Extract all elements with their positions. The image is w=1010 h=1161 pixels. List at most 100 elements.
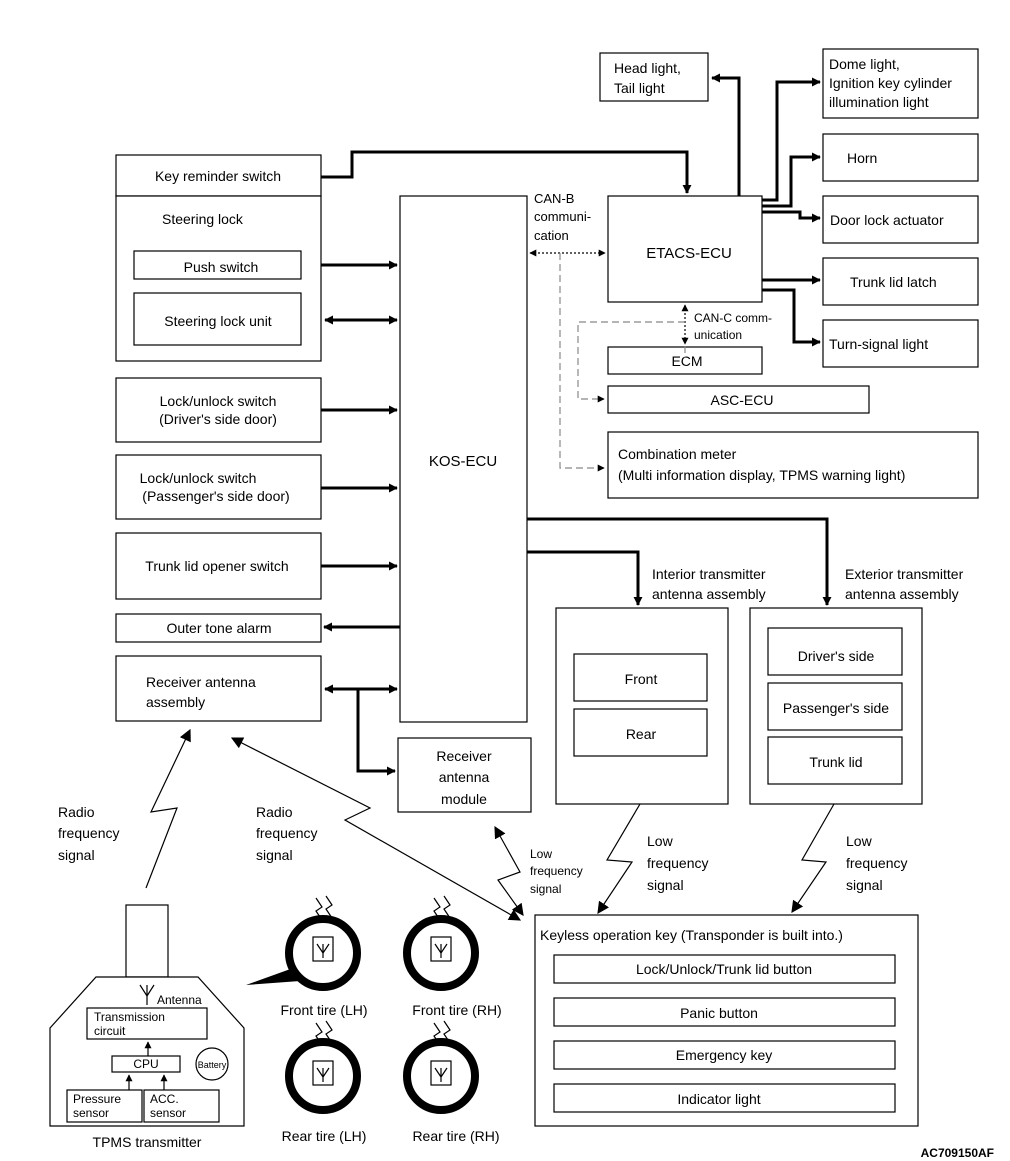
svg-text:frequency: frequency (530, 864, 583, 878)
svg-text:ETACS-ECU: ETACS-ECU (646, 245, 732, 262)
svg-text:Passenger's side: Passenger's side (783, 700, 889, 716)
svg-text:Steering lock: Steering lock (162, 211, 244, 227)
svg-text:Receiver: Receiver (436, 748, 492, 764)
acc-sensor-box (143, 1089, 220, 1123)
svg-text:Antenna: Antenna (157, 993, 202, 1007)
low-frequency-label-small: Low frequency signal (530, 847, 583, 896)
svg-text:communi-: communi- (534, 209, 591, 224)
svg-text:Low: Low (530, 847, 552, 861)
exterior-antenna-title: Exterior transmitter antenna assembly (845, 566, 964, 602)
svg-text:TPMS transmitter: TPMS transmitter (93, 1134, 202, 1150)
svg-text:ACC.: ACC. (150, 1092, 179, 1106)
svg-text:frequency: frequency (58, 825, 119, 841)
svg-text:CAN-B: CAN-B (534, 191, 574, 206)
svg-text:Front tire (RH): Front tire (RH) (412, 1002, 501, 1018)
svg-text:CAN-C comm-: CAN-C comm- (694, 311, 772, 325)
radio-signal-label-1: Radio frequency signal (58, 804, 119, 863)
svg-text:frequency: frequency (846, 855, 907, 871)
svg-text:Trunk lid latch: Trunk lid latch (850, 274, 937, 290)
svg-text:module: module (441, 791, 487, 807)
low-frequency-label-exterior: Low frequency signal (846, 833, 907, 893)
horn-box: Horn (822, 133, 979, 182)
svg-text:Radio: Radio (58, 804, 95, 820)
pressure-sensor-box (66, 1089, 143, 1123)
lock-switch-driver-box: Lock/unlock switch (Driver's side door) (115, 377, 322, 443)
svg-text:Trunk lid: Trunk lid (809, 754, 862, 770)
radio-signal-label-2: Radio frequency signal (256, 804, 317, 863)
receiver-antenna-assembly-box: Receiver antenna assembly (115, 655, 322, 722)
svg-text:Pressure: Pressure (73, 1092, 121, 1106)
svg-text:Panic button: Panic button (680, 1005, 758, 1021)
svg-text:Interior transmitter: Interior transmitter (652, 566, 766, 582)
svg-text:Trunk lid opener switch: Trunk lid opener switch (145, 558, 288, 574)
lock-unlock-trunk-button-box (553, 954, 896, 984)
antenna-icon (139, 984, 155, 1005)
svg-text:Keyless operation key (Transpo: Keyless operation key (Transponder is bu… (540, 927, 843, 943)
svg-text:Key reminder switch: Key reminder switch (155, 168, 281, 184)
svg-text:signal: signal (256, 847, 293, 863)
can-lines (529, 249, 689, 472)
panic-button-box (553, 997, 896, 1027)
trunk-lid-antenna-box (767, 736, 903, 785)
interior-antenna-title: Interior transmitter antenna assembly (652, 566, 766, 602)
receiver-antenna-module-box: Receiver antenna module (397, 737, 532, 813)
svg-text:assembly: assembly (146, 694, 205, 710)
can-b-label: CAN-B communi- cation (534, 191, 591, 243)
svg-text:Low: Low (846, 833, 873, 849)
svg-text:Transmission: Transmission (94, 1010, 165, 1024)
svg-text:Turn-signal light: Turn-signal light (829, 336, 928, 352)
drivers-side-antenna-box (767, 627, 903, 676)
svg-text:Rear tire (LH): Rear tire (LH) (282, 1128, 367, 1144)
etacs-ecu-box: ETACS-ECU (607, 195, 763, 303)
rear-antenna-box (573, 708, 708, 757)
svg-text:illumination light: illumination light (829, 94, 929, 110)
svg-text:circuit: circuit (94, 1024, 126, 1038)
svg-text:signal: signal (530, 882, 561, 896)
figure-code: AC709150AF (921, 1146, 994, 1160)
svg-text:Door lock actuator: Door lock actuator (830, 212, 944, 228)
svg-text:Lock/Unlock/Trunk lid button: Lock/Unlock/Trunk lid button (636, 961, 812, 977)
svg-text:unication: unication (694, 328, 742, 342)
svg-text:Ignition key cylinder: Ignition key cylinder (829, 75, 952, 91)
svg-text:frequency: frequency (256, 825, 317, 841)
svg-text:Head light,: Head light, (614, 60, 681, 76)
cpu-box (111, 1055, 181, 1073)
svg-text:frequency: frequency (647, 855, 708, 871)
lock-switch-passenger-box: Lock/unlock switch (Passenger's side doo… (115, 454, 322, 520)
push-switch-box (133, 250, 302, 280)
svg-text:Emergency key: Emergency key (676, 1047, 772, 1063)
steering-lock-unit-box (133, 292, 302, 346)
svg-text:(Multi information display, TP: (Multi information display, TPMS warning… (618, 467, 905, 483)
svg-text:signal: signal (846, 877, 883, 893)
asc-ecu-box: ASC-ECU (607, 385, 870, 414)
tire-rear-lh: Rear tire (LH) (282, 1020, 367, 1144)
battery-icon (195, 1047, 229, 1081)
wireless-signals (145, 728, 835, 921)
svg-text:sensor: sensor (150, 1106, 186, 1120)
valve-stem (125, 904, 169, 978)
combination-meter-box: Combination meter (Multi information dis… (607, 431, 979, 499)
svg-text:Radio: Radio (256, 804, 293, 820)
interior-antenna-assembly-box: Front Rear (555, 607, 729, 805)
svg-text:sensor: sensor (73, 1106, 109, 1120)
svg-text:CPU: CPU (133, 1057, 158, 1071)
svg-text:Steering lock unit: Steering lock unit (164, 313, 272, 329)
passengers-side-antenna-box (767, 682, 903, 731)
svg-text:Front: Front (625, 671, 658, 687)
door-lock-actuator-box: Door lock actuator (822, 195, 979, 244)
svg-text:KOS-ECU: KOS-ECU (429, 453, 497, 470)
can-c-label: CAN-C comm- unication (694, 311, 772, 342)
front-antenna-box (573, 653, 708, 702)
svg-text:Dome light,: Dome light, (829, 56, 900, 72)
svg-text:cation: cation (534, 228, 569, 243)
outer-tone-alarm-box: Outer tone alarm (115, 613, 322, 643)
svg-text:Combination meter: Combination meter (618, 446, 737, 462)
svg-text:(Passenger's side door): (Passenger's side door) (142, 488, 289, 504)
turn-signal-light-box: Turn-signal light (822, 319, 979, 368)
dome-light-box: Dome light, Ignition key cylinder illumi… (822, 48, 979, 119)
svg-text:antenna assembly: antenna assembly (652, 586, 766, 602)
svg-text:Indicator light: Indicator light (677, 1091, 760, 1107)
svg-text:Driver's side: Driver's side (798, 648, 875, 664)
svg-text:(Driver's side door): (Driver's side door) (159, 411, 277, 427)
